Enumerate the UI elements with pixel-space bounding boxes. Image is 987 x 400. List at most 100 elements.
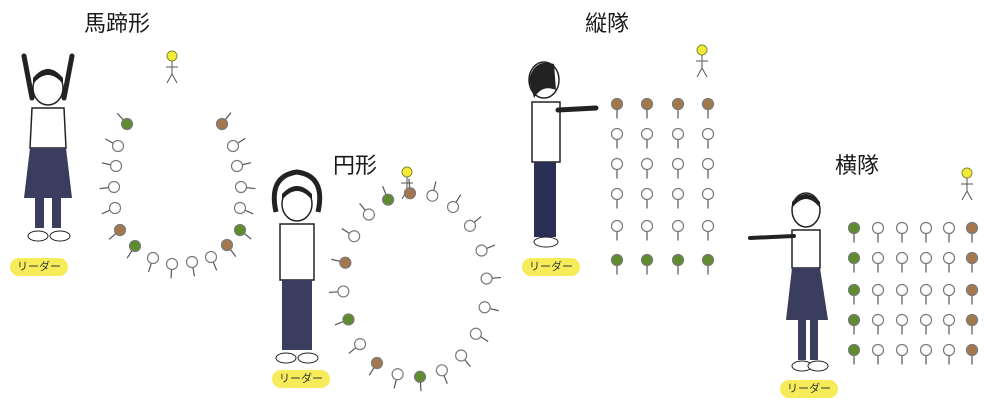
column-member <box>610 97 624 119</box>
column-member <box>640 127 654 149</box>
circle-member <box>331 256 352 269</box>
horseshoe-member <box>215 112 232 131</box>
row-member <box>895 251 909 273</box>
column-member <box>610 127 624 149</box>
row-member <box>847 343 861 365</box>
row-member <box>942 221 956 243</box>
row-member <box>965 221 979 243</box>
horseshoe-member <box>230 159 252 173</box>
horseshoe-member <box>226 137 246 153</box>
horseshoe-member <box>105 138 125 153</box>
column-member <box>701 219 715 241</box>
column-member <box>671 219 685 241</box>
column-member <box>671 187 685 209</box>
circle-member <box>334 313 355 326</box>
row-member <box>942 313 956 335</box>
row-member <box>895 283 909 305</box>
arms-forming-circle-figure <box>271 169 323 364</box>
circle-member <box>359 203 375 221</box>
column-member <box>671 157 685 179</box>
circle-member <box>413 370 427 392</box>
column-member <box>640 157 654 179</box>
horseshoe-member <box>234 180 256 194</box>
column-member <box>640 187 654 209</box>
circle-member <box>426 181 439 202</box>
column-member <box>640 97 654 119</box>
arms-forward-figure <box>528 61 599 248</box>
horseshoe-member <box>185 255 199 277</box>
column-member <box>701 157 715 179</box>
row-member <box>847 313 861 335</box>
row-member <box>965 343 979 365</box>
column-member <box>640 253 654 275</box>
column-member <box>701 97 715 119</box>
horseshoe-member <box>233 201 254 215</box>
row-member <box>965 251 979 273</box>
circle-member <box>368 356 384 376</box>
row-member <box>919 283 933 305</box>
arms-raised-overhead-figure <box>21 53 75 242</box>
row-member <box>871 283 885 305</box>
column-member <box>610 157 624 179</box>
row-member <box>965 313 979 335</box>
row-member <box>895 221 909 243</box>
circle-member <box>480 272 502 285</box>
row-member <box>871 251 885 273</box>
circle-member <box>478 301 499 314</box>
circle-member <box>403 178 417 200</box>
row-member <box>965 283 979 305</box>
horseshoe-member <box>101 201 122 215</box>
leader-badge: リーダー <box>522 258 580 276</box>
column-member <box>610 219 624 241</box>
row-member <box>942 343 956 365</box>
column-member <box>640 219 654 241</box>
circle-member <box>455 349 471 367</box>
horseshoe-member <box>101 159 123 173</box>
column-member <box>671 253 685 275</box>
circle-member <box>469 327 489 342</box>
horseshoe-member <box>116 112 134 131</box>
column-member <box>671 127 685 149</box>
circle-member <box>341 228 361 243</box>
row-member <box>895 343 909 365</box>
row-member <box>919 313 933 335</box>
circle-member <box>475 244 496 257</box>
title-horseshoe: 馬蹄形 <box>84 12 151 37</box>
title-row: 横隊 <box>835 154 880 179</box>
horseshoe-member <box>165 257 179 279</box>
leader-badge: リーダー <box>10 258 68 276</box>
column-member <box>671 97 685 119</box>
row-member <box>919 221 933 243</box>
leader-badge: リーダー <box>780 380 838 398</box>
horseshoe-member <box>108 223 127 240</box>
title-circle: 円形 <box>333 154 378 179</box>
row-member <box>919 251 933 273</box>
leader-stick-figure <box>166 50 178 84</box>
title-column: 縦隊 <box>585 12 630 37</box>
leader-stick-figure <box>696 44 708 78</box>
row-member <box>942 251 956 273</box>
arm-pointing-side-figure <box>748 192 829 372</box>
row-member <box>871 221 885 243</box>
column-member <box>701 253 715 275</box>
column-member <box>701 127 715 149</box>
circle-member <box>348 338 367 354</box>
circle-member <box>446 194 462 214</box>
horseshoe-member <box>204 250 218 271</box>
horseshoe-member <box>99 180 121 194</box>
column-member <box>610 253 624 275</box>
circle-member <box>463 216 482 232</box>
circle-member <box>328 285 350 298</box>
row-member <box>847 251 861 273</box>
row-member <box>847 221 861 243</box>
circle-member <box>382 186 395 206</box>
horseshoe-member <box>233 223 252 240</box>
row-member <box>895 313 909 335</box>
row-member <box>871 313 885 335</box>
leader-stick-figure <box>961 167 973 201</box>
column-member <box>701 187 715 209</box>
column-member <box>610 187 624 209</box>
horseshoe-member <box>146 251 160 272</box>
row-member <box>919 343 933 365</box>
